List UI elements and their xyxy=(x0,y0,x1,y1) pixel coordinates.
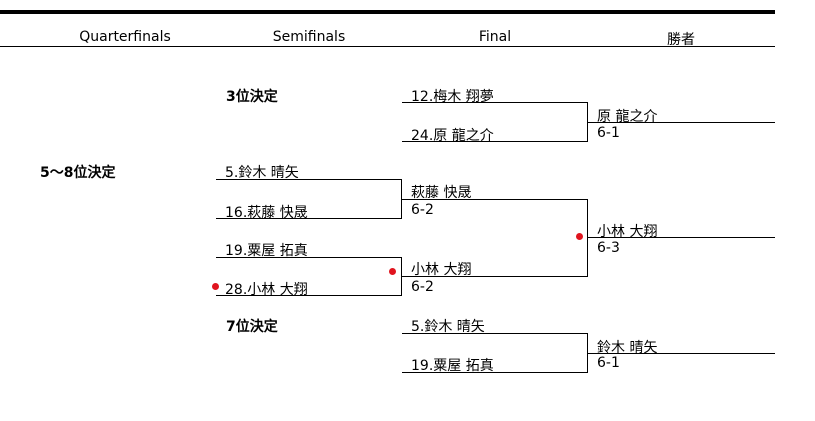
bracket-line xyxy=(402,102,588,103)
header-semifinals: Semifinals xyxy=(272,29,346,45)
bracket-line xyxy=(588,353,775,354)
qf-player-3: 19.粟屋 拓真 xyxy=(225,243,308,259)
bracket-line xyxy=(216,257,402,258)
sf1-score: 6-2 xyxy=(411,202,434,218)
section-seventh-place: 7位決定 xyxy=(226,319,278,335)
advance-marker xyxy=(212,283,219,290)
bracket-line xyxy=(216,218,402,219)
header-divider xyxy=(0,46,775,47)
sf1-winner: 萩藤 快晟 xyxy=(411,185,472,201)
five-to-eight-winner: 小林 大翔 xyxy=(597,224,658,240)
seventh-place-winner: 鈴木 晴矢 xyxy=(597,340,658,356)
bracket-line xyxy=(402,141,588,142)
bracket-line xyxy=(588,122,775,123)
bracket-line xyxy=(402,372,588,373)
third-place-player-1: 12.梅木 翔夢 xyxy=(411,89,494,105)
bracket-line xyxy=(216,179,402,180)
section-five-to-eight: 5～8位決定 xyxy=(40,165,116,181)
qf-player-4: 28.小林 大翔 xyxy=(225,282,308,298)
third-place-player-2: 24.原 龍之介 xyxy=(411,128,494,144)
section-third-place: 3位決定 xyxy=(226,89,278,105)
header-final: Final xyxy=(478,29,512,45)
five-to-eight-score: 6-3 xyxy=(597,240,620,256)
seventh-place-player-1: 5.鈴木 晴矢 xyxy=(411,319,485,335)
bracket-connector xyxy=(587,102,588,142)
qf-player-2: 16.萩藤 快晟 xyxy=(225,205,308,221)
bracket-line xyxy=(402,199,588,200)
header-winner: 勝者 xyxy=(667,32,695,48)
qf-player-1: 5.鈴木 晴矢 xyxy=(225,165,299,181)
sf2-winner: 小林 大翔 xyxy=(411,262,472,278)
sf2-score: 6-2 xyxy=(411,279,434,295)
bracket-line xyxy=(402,276,588,277)
bracket-connector xyxy=(587,199,588,277)
advance-marker xyxy=(389,268,396,275)
header-quarterfinals: Quarterfinals xyxy=(79,29,171,45)
third-place-winner: 原 龍之介 xyxy=(597,109,658,125)
advance-marker xyxy=(576,233,583,240)
bracket-connector xyxy=(401,179,402,219)
top-border xyxy=(0,10,775,14)
seventh-place-player-2: 19.粟屋 拓真 xyxy=(411,358,494,374)
bracket-line xyxy=(216,295,402,296)
bracket-line xyxy=(402,333,588,334)
bracket-line xyxy=(588,237,775,238)
bracket-connector xyxy=(587,333,588,373)
bracket-connector xyxy=(401,257,402,296)
third-place-score: 6-1 xyxy=(597,125,620,141)
seventh-place-score: 6-1 xyxy=(597,355,620,371)
